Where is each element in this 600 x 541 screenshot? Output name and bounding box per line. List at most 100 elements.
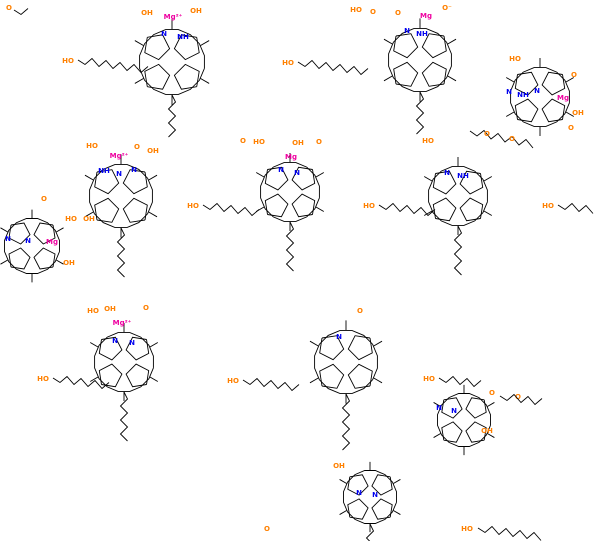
- bond-line: [371, 474, 393, 496]
- bond-line: [297, 59, 369, 76]
- substituent-bond: [383, 75, 393, 82]
- atom-label-o: O: [143, 304, 149, 312]
- atom-label-o: O: [515, 393, 521, 401]
- substituent-bond: [433, 433, 441, 438]
- atom-label-oh: OH: [147, 147, 159, 155]
- atom-label-n: N: [278, 166, 284, 174]
- bond-line: [94, 169, 120, 195]
- atom-label-oh: OH: [292, 139, 304, 147]
- atom-label-n: N: [356, 489, 362, 497]
- bond-line: [116, 227, 126, 278]
- bond-line: [514, 98, 539, 123]
- bond-line: [347, 335, 373, 361]
- bond-line: [98, 363, 123, 388]
- bond-line: [393, 61, 419, 87]
- bond-line: [441, 421, 463, 443]
- bond-line: [432, 170, 457, 195]
- atom-label-o: O: [264, 525, 270, 533]
- atom-label-mg: Mg²⁺: [164, 13, 183, 21]
- atom-label-o: O: [240, 137, 246, 145]
- bond-line: [291, 193, 316, 218]
- bond-line: [437, 393, 491, 447]
- substituent-bond: [134, 40, 144, 46]
- atom-label-n: N: [444, 169, 450, 177]
- substituent-bond: [447, 38, 457, 45]
- atom-label-oh: OH: [83, 215, 95, 223]
- atom-label-oh: OH: [190, 7, 202, 15]
- atom-label-o: O: [395, 9, 401, 17]
- atom-label-oh: OH: [333, 462, 345, 470]
- bond-line: [125, 363, 150, 388]
- substituent-bond: [148, 174, 158, 181]
- bond-line: [557, 202, 594, 214]
- substituent-bond: [487, 402, 495, 407]
- bond-line: [314, 330, 378, 394]
- bond-line: [98, 336, 123, 361]
- bond-line: [459, 197, 484, 222]
- bond-line: [173, 63, 200, 90]
- substituent-bond: [383, 38, 393, 45]
- bond-line: [469, 129, 534, 149]
- bond-line: [428, 166, 488, 226]
- bond-line: [438, 375, 482, 388]
- substituent-bond: [149, 342, 158, 348]
- atom-label-ho: HO: [65, 215, 77, 223]
- bond-line: [514, 71, 539, 96]
- atom-label-o: O: [316, 138, 322, 146]
- substituent-bond: [483, 176, 492, 182]
- atom-label-o: O: [134, 143, 140, 151]
- substituent-bond: [0, 227, 8, 233]
- bond-line: [260, 162, 320, 222]
- atom-label-mg: Mg²⁺: [110, 152, 129, 160]
- atom-label-ho: HO: [363, 202, 375, 210]
- atom-label-nh: NH: [457, 172, 469, 180]
- chain-phytol-mid-1: HO: [187, 202, 260, 217]
- substituent-bond: [483, 210, 492, 216]
- bond-line: [347, 363, 373, 389]
- substituent-bond: [134, 78, 144, 84]
- chain-phytol-low-2: HO: [227, 377, 300, 392]
- bond-line: [388, 28, 452, 92]
- atom-label-n: N: [161, 30, 167, 38]
- bond-line: [139, 29, 205, 95]
- chain-side-chain-bottom-right: [499, 393, 543, 406]
- bond-line: [477, 525, 542, 541]
- substituent-bond: [309, 377, 319, 384]
- bond-line: [242, 377, 300, 392]
- bond-line: [94, 197, 120, 223]
- substituent-bond: [447, 75, 457, 82]
- atom-label-ho: HO: [253, 138, 265, 146]
- bond-line: [319, 363, 345, 389]
- substituent-bond: [487, 433, 495, 438]
- bond-line: [173, 34, 200, 61]
- bond-line: [371, 498, 393, 520]
- substituent-bond: [200, 40, 210, 46]
- atom-label-mg: Mg: [557, 94, 569, 102]
- bond-line: [8, 222, 31, 245]
- bond-line: [365, 523, 375, 541]
- atom-label-oh: OH: [104, 305, 116, 313]
- chain-phytol-bottom: HO: [461, 525, 542, 541]
- substituent-bond: [149, 376, 158, 382]
- atom-label-n: N: [534, 87, 540, 95]
- bond-line: [264, 193, 289, 218]
- atom-label-n: N: [129, 339, 135, 347]
- bond-line: [319, 335, 345, 361]
- atom-label-o: O: [41, 195, 47, 203]
- bond-line: [510, 67, 570, 127]
- bond-line: [77, 57, 149, 74]
- substituent-bond: [56, 259, 64, 265]
- substituent-bond: [339, 510, 347, 515]
- chain-stub-top-left-corner: O: [6, 4, 29, 16]
- atom-label-nh: NH: [517, 91, 529, 99]
- substituent-bond: [373, 340, 383, 347]
- bond-line: [89, 164, 153, 228]
- atom-label-ho: HO: [86, 142, 98, 150]
- bond-line: [13, 8, 29, 16]
- bond-line: [144, 34, 171, 61]
